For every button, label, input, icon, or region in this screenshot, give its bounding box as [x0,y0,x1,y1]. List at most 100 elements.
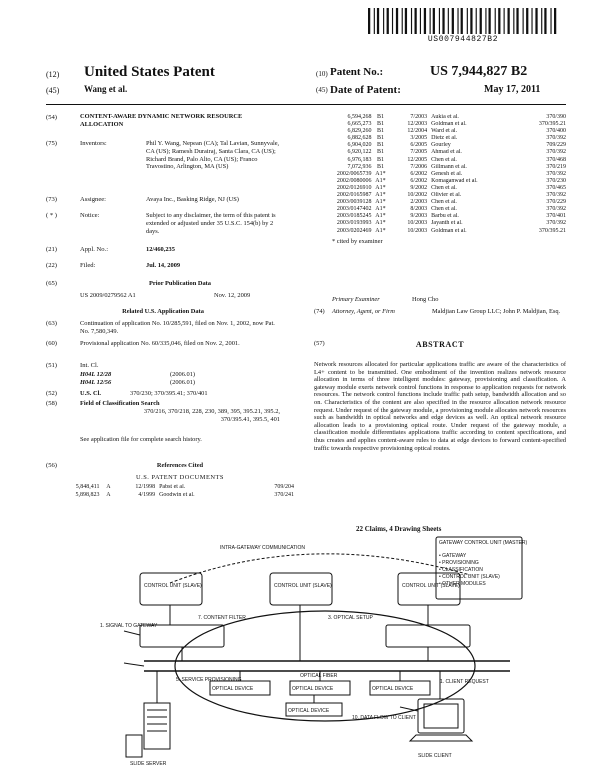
reference-kind: A1* [375,220,386,227]
gateway-item: • OTHER MODULES [439,581,486,587]
uscl-label: U.S. Cl. [80,390,101,397]
barcode-bar [383,8,385,34]
reference-kind: B1 [376,149,384,156]
reference-date: 6/2002 [410,170,428,177]
reference-name: Chen et al. [431,206,457,213]
reference-kind: B1 [376,163,384,170]
reference-name: Ward et al. [431,128,458,135]
reference-kind: A1* [375,192,386,199]
reference-kind: A1* [375,199,386,206]
barcode-bar [554,8,557,34]
content-filter-label: 7. CONTENT FILTER [198,615,246,621]
optical-setup-label: 3. OPTICAL SETUP [328,615,373,621]
reference-class: 370/392 [546,192,566,199]
reference-number: 6,920,122 [347,149,372,156]
barcode-bar [488,8,491,34]
fiber-label: OPTICAL FIBER [300,673,338,679]
client-keyboard [408,734,474,742]
reference-date: 7/2006 [410,163,428,170]
reference-name: Dietz et al. [431,135,458,142]
barcode [368,8,557,34]
slide-client-label: SLIDE CLIENT [418,753,452,759]
barcode-bar [404,8,408,34]
reference-number: 2003/0202469 [336,227,372,234]
reference-date: 8/2003 [410,206,428,213]
reference-number: 2002/0065739 [336,170,372,177]
barcode-bar [466,8,468,34]
inventor-line: Wang et al. [84,84,128,94]
reference-class: 370/392 [546,149,566,156]
us-docs-heading: U.S. PATENT DOCUMENTS [136,474,224,481]
gateway-item: • GATEWAY [439,553,467,559]
reference-class: 370/219 [546,163,566,170]
provisional-code: (60) [46,340,57,347]
optical-device-2-label: OPTICAL DEVICE [292,686,334,692]
patent-date-code: (45) [316,86,328,94]
gateway-master-box [435,536,523,600]
reference-class: 370/229 [546,199,566,206]
intra-gateway-arc [169,553,471,584]
references-heading: References Cited [156,462,204,469]
barcode-bar [522,8,524,34]
reference-class: 370/468 [546,156,566,163]
network-ring [174,610,476,722]
title-code: (54) [46,114,57,121]
us-doc-number: 5,848,411 [75,484,100,490]
reference-name: Jayanth et al. [431,220,463,227]
assignee-label: Assignee: [80,196,107,203]
cited-by-examiner: * cited by examiner [332,238,383,245]
reference-date: 7/2005 [410,149,428,156]
intcl-2: H04L 12/56 [80,379,112,386]
provisional-value: Provisional application No. 60/335,046, … [80,340,240,347]
reference-kind: B1 [376,142,384,149]
attorney-value: Maldjian Law Group LLC; John P. Maldjian… [432,308,561,315]
control-unit-left-box [139,572,203,606]
barcode-bar [457,8,459,34]
reference-kind: A1* [375,184,386,191]
gateway-item: • CONTROL UNIT (SLAVE) [439,574,500,580]
references-code: (56) [46,462,57,469]
barcode-number: US007944827B2 [427,35,499,44]
barcode-bar [442,8,445,34]
reference-class: 370/392 [546,170,566,177]
reference-number: 6,882,628 [347,135,372,142]
uscl-value: 370/230; 370/395.41; 370/401 [130,390,208,397]
reference-date: 12/2004 [407,128,428,135]
intcl-1: H04L 12/28 [80,371,112,378]
abstract-code: (57) [314,340,325,347]
reference-name: Chen et al. [431,199,457,206]
patent-number-code: (10) [316,70,328,78]
control-unit-right-box [397,572,461,606]
reference-class: 370/390 [546,114,566,120]
abstract-text: Network resources allocated for particul… [314,361,566,452]
filed-value: Jul. 14, 2009 [146,262,181,269]
filed-label: Filed: [80,262,96,269]
intcl-code: (51) [46,362,57,369]
reference-kind: B1 [376,121,384,128]
appl-label: Appl. No.: [80,246,109,253]
reference-number: 2003/0185245 [336,213,372,220]
reference-number: 6,829,260 [347,128,372,135]
notice-value: Subject to any disclaimer, the term of t… [146,212,276,235]
reference-number: 2003/0147402 [336,206,372,213]
abstract-heading: ABSTRACT [415,340,465,349]
reference-class: 370/392 [546,220,566,227]
edge-device-right [385,624,471,648]
reference-date: 9/2003 [410,213,428,220]
patent-date-label: Date of Patent: [330,84,401,96]
us-doc-number: 5,898,823 [75,492,100,498]
header-rule [46,104,566,105]
us-doc-date: 4/1999 [138,492,156,498]
patent-number: US 7,944,827 B2 [430,64,528,79]
optical-device-4-label: OPTICAL DEVICE [288,708,330,714]
field-search-label: Field of Classification Search [80,400,160,407]
inventors-value: Phil Y. Wang, Nepean (CA); Tal Lavian, S… [146,140,280,171]
reference-date: 6/2002 [410,177,428,184]
reference-name: Komaganwad et al. [431,177,478,184]
